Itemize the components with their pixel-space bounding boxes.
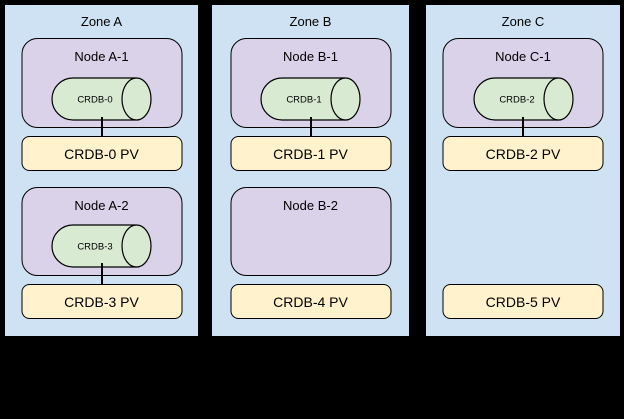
- node-c1-label: Node C-1: [495, 49, 551, 64]
- zone-a-label: Zone A: [80, 14, 123, 29]
- cylinder-a1-label: CRDB-0: [77, 95, 112, 106]
- cylinder-b1-label: CRDB-1: [286, 95, 321, 106]
- pv-crdb-3-label: CRDB-3 PV: [64, 293, 139, 310]
- pv-crdb-0-label: CRDB-0 PV: [64, 145, 139, 162]
- pv-box-crdb-2: CRDB-2 PV: [442, 136, 604, 171]
- cylinder-c1-label: CRDB-2: [499, 95, 534, 106]
- zone-b-container: Zone B Node B-1 CRDB-1 CRDB-1 PV Node B-…: [211, 4, 410, 337]
- pv-box-crdb-3: CRDB-3 PV: [21, 284, 182, 319]
- database-cylinder-icon: CRDB-0: [51, 77, 152, 121]
- pv-box-crdb-5: CRDB-5 PV: [442, 284, 604, 319]
- connector-line-a2: [100, 263, 103, 286]
- database-cylinder-icon: CRDB-2: [472, 77, 574, 121]
- pv-box-crdb-0: CRDB-0 PV: [21, 136, 182, 171]
- zone-b-label: Zone B: [289, 14, 332, 29]
- zone-a-container: Zone A Node A-1 CRDB-0 CRDB-0 PV Node A-…: [4, 4, 199, 337]
- database-cylinder-icon: CRDB-3: [51, 224, 152, 268]
- node-c1-box: Node C-1 CRDB-2: [442, 38, 604, 128]
- node-a2-label: Node A-2: [74, 198, 129, 213]
- pv-box-crdb-4: CRDB-4 PV: [230, 284, 391, 319]
- node-b1-label: Node B-1: [283, 49, 338, 64]
- pv-crdb-5-label: CRDB-5 PV: [485, 293, 561, 310]
- zone-c-container: Zone C Node C-1 CRDB-2 CRDB-2 PV CRDB-5 …: [425, 4, 621, 337]
- zone-c-label: Zone C: [501, 14, 545, 29]
- node-b1-box: Node B-1 CRDB-1: [230, 38, 391, 128]
- node-a1-box: Node A-1 CRDB-0: [21, 38, 182, 128]
- node-a1-label: Node A-1: [74, 49, 129, 64]
- node-b2-label: Node B-2: [283, 198, 338, 213]
- pv-crdb-4-label: CRDB-4 PV: [273, 293, 348, 310]
- pv-crdb-1-label: CRDB-1 PV: [273, 145, 348, 162]
- pv-box-crdb-1: CRDB-1 PV: [230, 136, 391, 171]
- connector-line-b1: [309, 117, 312, 138]
- connector-line-c1: [522, 117, 524, 138]
- connector-line-a1: [100, 117, 103, 138]
- pv-crdb-2-label: CRDB-2 PV: [485, 145, 561, 162]
- node-b2-box: Node B-2: [230, 187, 391, 276]
- database-cylinder-icon: CRDB-1: [260, 77, 361, 121]
- cylinder-a2-label: CRDB-3: [77, 242, 112, 253]
- node-a2-box: Node A-2 CRDB-3: [21, 187, 182, 276]
